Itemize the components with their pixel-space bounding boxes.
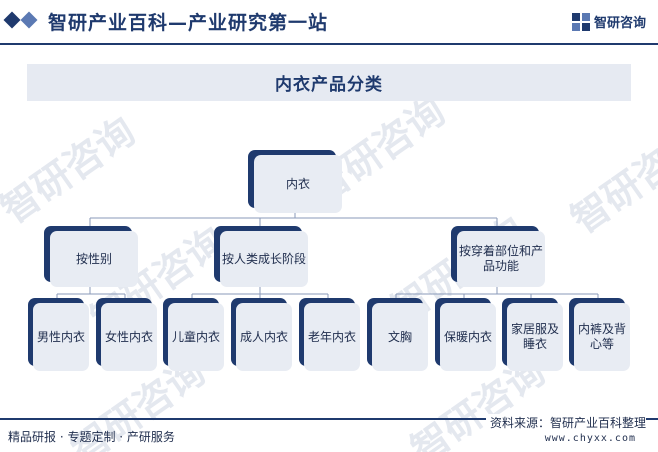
node-label: 按穿着部位和产品功能 [457, 231, 545, 287]
footer-tagline: 精品研报 · 专题定制 · 产研服务 [8, 430, 175, 444]
diagram-title-banner: 内衣产品分类 [27, 64, 631, 101]
tree-node-leaf: 成人内衣 [231, 298, 293, 372]
tree-node-level1: 按穿着部位和产品功能 [451, 226, 547, 288]
tree-node-leaf: 男性内衣 [28, 298, 90, 372]
tree-node-leaf: 家居服及睡衣 [502, 298, 564, 372]
source-url: www.chyxx.com [544, 433, 636, 444]
tree-node-leaf: 内裤及背心等 [569, 298, 631, 372]
node-label: 文胸 [372, 303, 428, 371]
node-label: 按人类成长阶段 [220, 231, 308, 287]
node-label: 内衣 [254, 155, 342, 213]
tree-node-leaf: 老年内衣 [299, 298, 361, 372]
logo-icon [571, 12, 590, 31]
source-note: 资料来源：智研产业百科整理 [485, 414, 646, 431]
tree-node-root: 内衣 [248, 150, 344, 214]
tree-node-leaf: 保暖内衣 [435, 298, 497, 372]
diagram-title: 内衣产品分类 [275, 75, 383, 95]
node-label: 老年内衣 [304, 303, 360, 371]
page-title: 智研产业百科—产业研究第一站 [48, 12, 329, 34]
tree-node-level1: 按人类成长阶段 [214, 226, 310, 288]
node-label: 家居服及睡衣 [507, 303, 563, 371]
node-label: 女性内衣 [101, 303, 157, 371]
page-header: 智研产业百科—产业研究第一站 智研咨询 [0, 0, 658, 45]
tree-node-leaf: 儿童内衣 [163, 298, 225, 372]
tree-node-level1: 按性别 [44, 226, 140, 288]
tree-node-leaf: 文胸 [367, 298, 429, 372]
node-label: 内裤及背心等 [574, 303, 630, 371]
tree-node-leaf: 女性内衣 [96, 298, 158, 372]
node-label: 成人内衣 [236, 303, 292, 371]
header-divider [0, 43, 658, 45]
node-label: 儿童内衣 [168, 303, 224, 371]
logo-text: 智研咨询 [593, 16, 646, 31]
node-label: 按性别 [50, 231, 138, 287]
node-label: 男性内衣 [33, 303, 89, 371]
brand-logo: 智研咨询 [571, 12, 646, 31]
node-label: 保暖内衣 [440, 303, 496, 371]
footer-divider [0, 418, 658, 420]
